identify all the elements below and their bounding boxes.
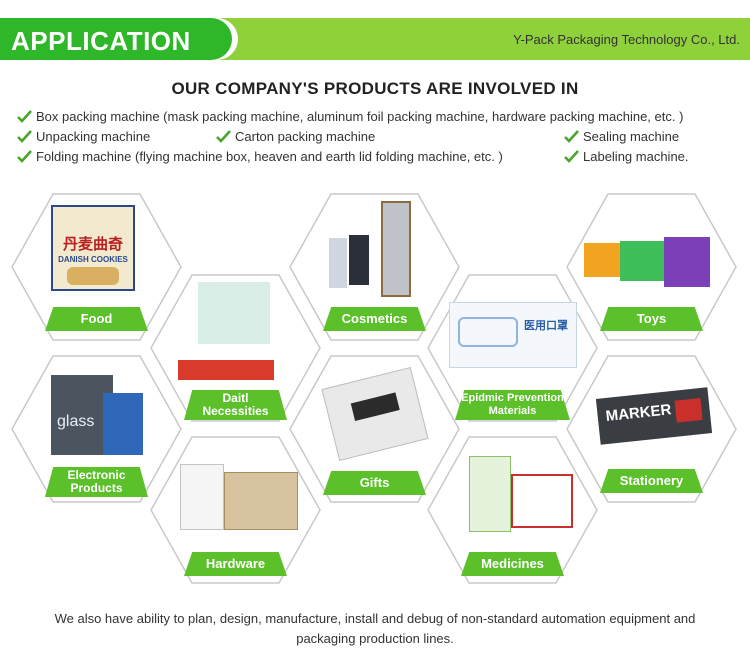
category-label: Food (45, 307, 148, 331)
category-epidemic-prevention[interactable]: 医用口罩 Epidmic Prevention Materials (427, 274, 598, 422)
category-label: Daitl Necessities (184, 390, 287, 420)
category-electronic-products[interactable]: glass Electronic Products (11, 355, 182, 503)
check-icon (17, 110, 32, 123)
feature-text: Carton packing machine (235, 129, 376, 144)
foil-roll-image (178, 360, 274, 380)
feature-item: Labeling machine. (564, 149, 689, 164)
cookie-tin-image: 丹麦曲奇 DANISH COOKIES (51, 205, 135, 291)
category-label: Stationery (600, 469, 703, 493)
category-gifts[interactable]: Gifts (289, 355, 460, 503)
category-label: Cosmetics (323, 307, 426, 331)
category-cosmetics[interactable]: Cosmetics (289, 193, 460, 341)
glass-text: glass (57, 413, 95, 430)
mask-box-image: 医用口罩 (449, 302, 577, 368)
category-daily-necessities[interactable]: Daitl Necessities (150, 274, 321, 422)
toy-box-2 (620, 241, 664, 281)
medicine-box-1 (469, 456, 511, 532)
feature-text: Sealing machine (583, 129, 680, 144)
category-label-line2: Products (70, 481, 123, 495)
feature-text: Folding machine (flying machine box, hea… (36, 149, 503, 164)
category-label-line1: Daitl (222, 391, 249, 405)
phone-glass-box-image: glass (51, 375, 113, 455)
toy-box-1 (584, 243, 620, 277)
footer-line-1: We also have ability to plan, design, ma… (54, 611, 696, 626)
check-icon (216, 130, 231, 143)
category-label: Toys (600, 307, 703, 331)
feature-text: Unpacking machine (36, 129, 151, 144)
check-icon (564, 130, 579, 143)
check-icon (17, 130, 32, 143)
marker-brand-block (674, 398, 703, 423)
header-banner: APPLICATION Y-Pack Packaging Technology … (0, 18, 750, 60)
open-carton-image (224, 472, 298, 530)
cosmetic-box-3 (381, 201, 411, 297)
company-name: Y-Pack Packaging Technology Co., Ltd. (513, 32, 740, 47)
feature-item: Unpacking machine (17, 129, 150, 144)
category-hardware[interactable]: Hardware (150, 436, 321, 584)
hex-frame (289, 193, 460, 341)
footer-line-2: packaging production lines. (296, 631, 454, 646)
category-label-line2: Materials (488, 405, 537, 417)
cosmetic-box-2 (349, 235, 369, 285)
feature-item: Carton packing machine (216, 129, 375, 144)
gift-box-print (350, 392, 400, 422)
feature-item: Sealing machine (564, 129, 679, 144)
section-heading: OUR COMPANY'S PRODUCTS ARE INVOLVED IN (171, 79, 579, 98)
header-title-box: APPLICATION (0, 18, 232, 60)
category-label: Epidmic Prevention Materials (455, 390, 570, 420)
toy-box-3 (664, 237, 710, 287)
check-icon (17, 150, 32, 163)
marker-text: MARKER (604, 401, 673, 425)
mask-illustration (458, 317, 518, 347)
hex-frame (150, 274, 321, 422)
category-medicines[interactable]: Medicines (427, 436, 598, 584)
mask-box-text: 医用口罩 (524, 319, 568, 332)
category-label-line2: Necessities (202, 404, 269, 418)
feature-item: Box packing machine (mask packing machin… (17, 109, 683, 124)
cookie-illustration (67, 267, 119, 285)
bulb-box-image (180, 464, 224, 530)
category-label: Electronic Products (45, 467, 148, 497)
category-label: Gifts (323, 471, 426, 495)
category-label-line1: Electronic (67, 468, 126, 482)
category-toys[interactable]: Toys (566, 193, 737, 341)
check-icon (564, 150, 579, 163)
page-title: APPLICATION (11, 26, 191, 56)
category-label-line1: Epidmic Prevention (461, 392, 564, 404)
hdd-box-image (103, 393, 143, 455)
medicine-box-2 (511, 474, 573, 528)
category-stationery[interactable]: MARKER Stationery (566, 355, 737, 503)
daily-box-image (198, 282, 270, 344)
feature-text: Labeling machine. (583, 149, 689, 164)
feature-text: Box packing machine (mask packing machin… (36, 109, 684, 124)
category-label: Hardware (184, 552, 287, 576)
cosmetic-box-1 (329, 238, 347, 288)
cookie-tin-subtitle: DANISH COOKIES (58, 255, 128, 264)
category-label: Medicines (461, 552, 564, 576)
feature-item: Folding machine (flying machine box, hea… (17, 149, 503, 164)
cookie-tin-title: 丹麦曲奇 (62, 235, 123, 253)
category-food[interactable]: 丹麦曲奇 DANISH COOKIES Food (11, 193, 182, 341)
